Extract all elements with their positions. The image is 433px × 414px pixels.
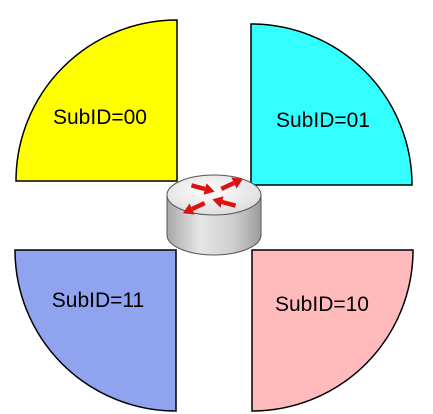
subnet-01: SubID=01 <box>250 23 413 186</box>
subnet-01-label: SubID=01 <box>276 109 370 132</box>
router-arrows <box>182 177 244 215</box>
subnet-01-sector <box>250 23 413 186</box>
router-icon <box>166 174 262 256</box>
subnet-00-sector <box>15 19 178 182</box>
subnet-11: SubID=11 <box>14 249 177 412</box>
subnet-00: SubID=00 <box>15 19 178 182</box>
subnet-00-label: SubID=00 <box>53 106 147 129</box>
subnet-11-sector <box>14 249 177 412</box>
subnet-10-sector <box>251 249 414 412</box>
subnet-11-label: SubID=11 <box>52 289 144 312</box>
subnet-10-label: SubID=10 <box>275 293 369 316</box>
subnet-10: SubID=10 <box>251 249 414 412</box>
router-top <box>166 174 262 216</box>
